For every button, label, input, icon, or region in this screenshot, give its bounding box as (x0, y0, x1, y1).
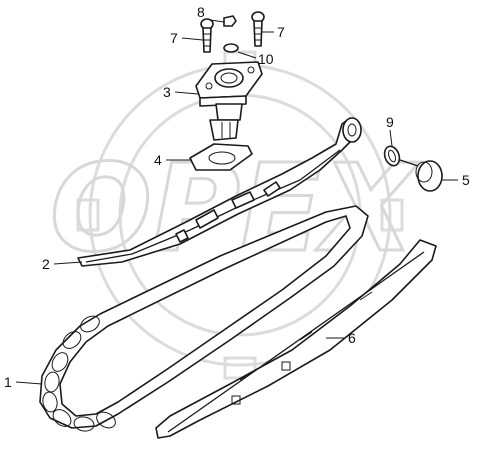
part-bolt-left (200, 18, 214, 53)
callout-3: 3 (163, 84, 171, 100)
part-tensioner-slipper (77, 117, 362, 267)
part-small-o-ring (383, 145, 401, 167)
part-tensioner (195, 61, 263, 141)
chain-links (42, 315, 116, 432)
callout-1: 1 (4, 374, 12, 390)
leader-lines (15, 19, 458, 385)
callout-2: 2 (42, 256, 50, 272)
part-plug (399, 159, 443, 192)
part-o-ring (223, 43, 239, 53)
part-nut (223, 15, 237, 27)
part-gasket (189, 143, 253, 171)
part-chain-guide (155, 239, 437, 439)
part-chain (39, 205, 369, 432)
callout-7-right: 7 (277, 24, 285, 40)
callout-4: 4 (154, 152, 162, 168)
callout-8: 8 (197, 4, 205, 20)
callout-6: 6 (348, 330, 356, 346)
callout-10: 10 (258, 51, 274, 67)
callout-5: 5 (462, 172, 470, 188)
callout-7-left: 7 (170, 30, 178, 46)
part-bolt-right (251, 11, 265, 47)
callout-labels: 1 2 3 4 5 6 7 7 8 9 10 (4, 4, 470, 390)
callout-9: 9 (386, 114, 394, 130)
